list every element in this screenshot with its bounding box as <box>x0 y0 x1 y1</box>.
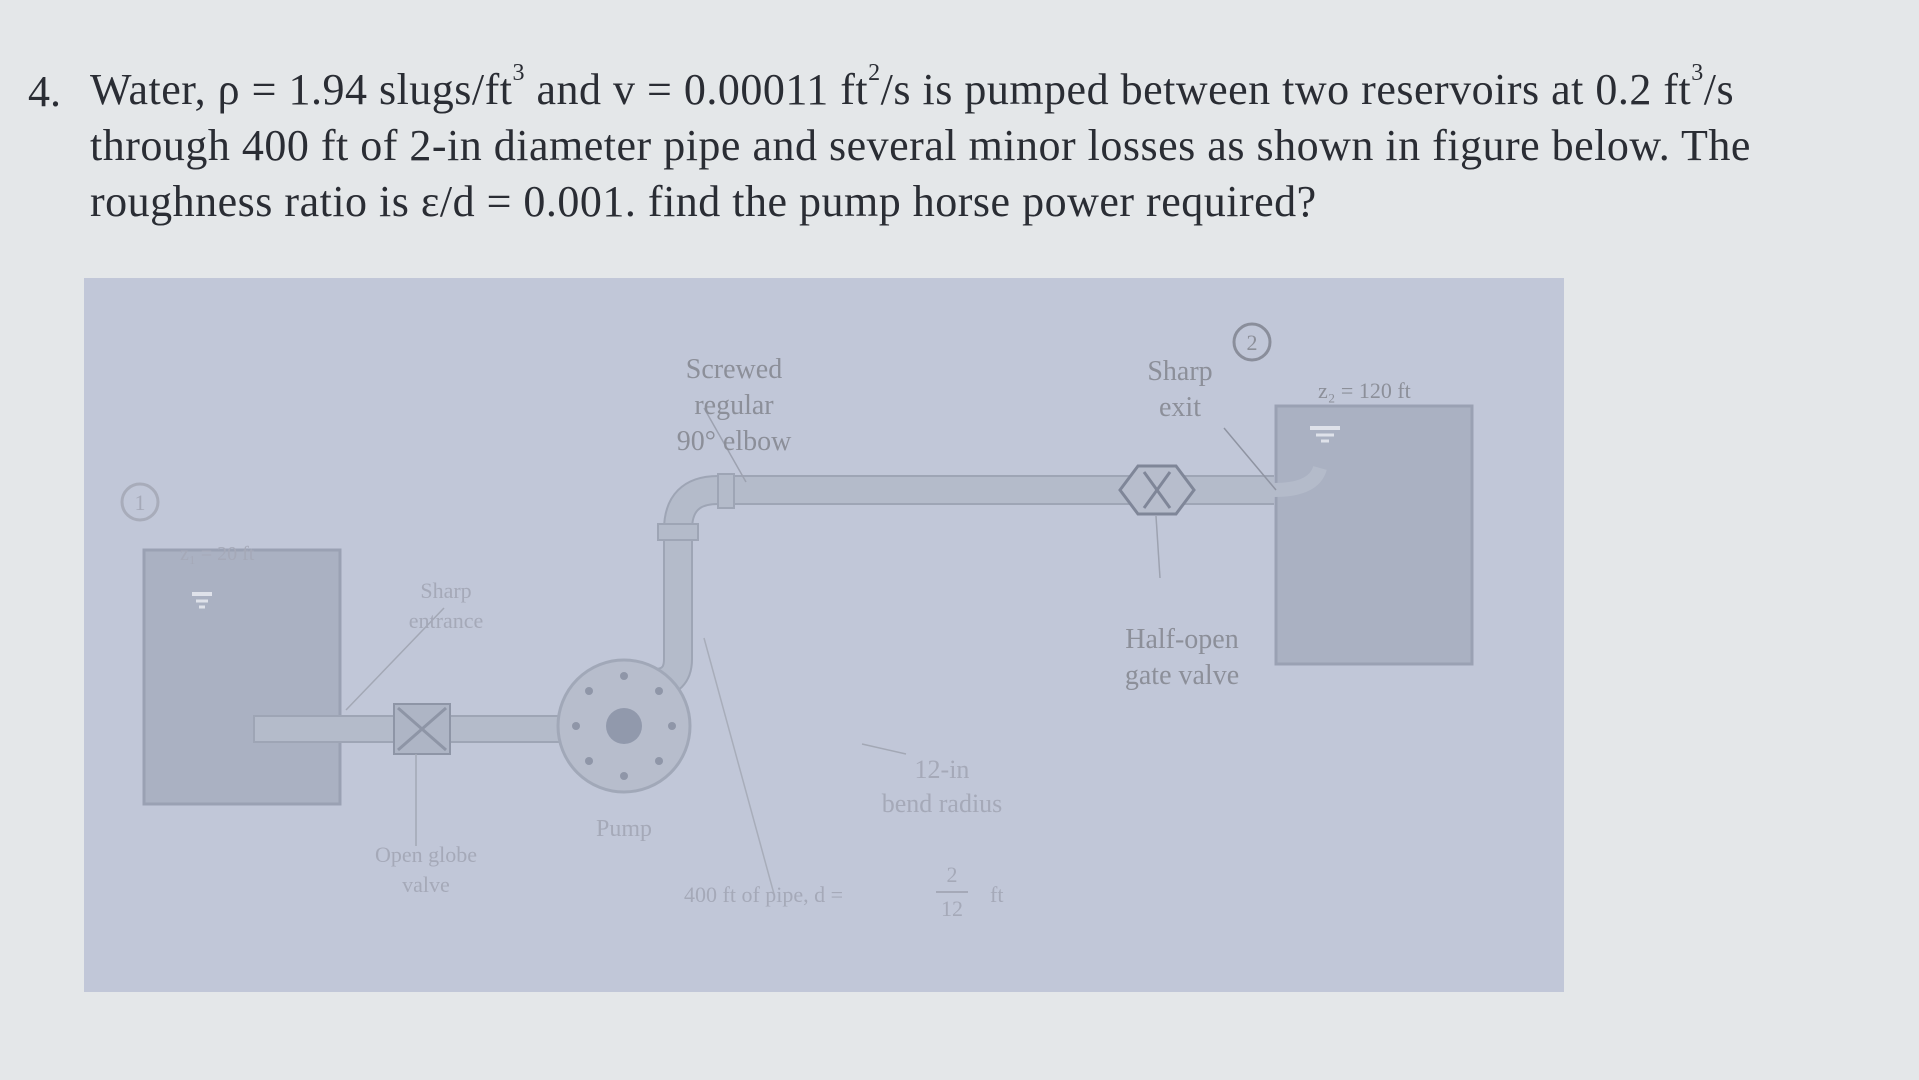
elbow-label-3: 90° elbow <box>677 426 792 457</box>
globe-valve-label-2: valve <box>402 872 450 897</box>
problem-line-2: through 400 ft of 2-in diameter pipe and… <box>90 121 1751 170</box>
problem-line-1: Water, ρ = 1.94 slugs/ft3 and v = 0.0001… <box>90 60 1735 114</box>
sharp-exit-pipe <box>1273 465 1327 497</box>
sharp-entrance-label-2: entrance <box>409 608 484 633</box>
sharp-exit-label-2: exit <box>1159 392 1201 423</box>
pump-label: Pump <box>596 816 652 842</box>
point-1-marker <box>120 482 160 522</box>
pipe-label: 400 ft of pipe, d = <box>684 882 843 907</box>
elbow-coupling <box>657 523 699 541</box>
z2-label: z₂ = 120 ft <box>1318 378 1411 403</box>
point-1-label: 1 <box>135 490 146 515</box>
elbow-label-1: Screwed <box>686 354 782 385</box>
sharp-entrance-label-1: Sharp <box>420 578 471 603</box>
sharp-exit-label-1: Sharp <box>1147 356 1212 387</box>
bend-label-1: 12-in <box>915 755 970 784</box>
bend-label-2: bend radius <box>882 789 1003 818</box>
figure-drawing: 1 z₁ = 20 ft 2 z₂ = 120 ft <box>120 322 1474 921</box>
z1-label: z₁ = 20 ft <box>180 543 255 565</box>
fraction-numerator: 2 <box>947 862 958 887</box>
gate-valve-label-1: Half-open <box>1125 624 1239 655</box>
reservoir-2 <box>1274 404 1474 666</box>
problem-line-3: roughness ratio is ε/d = 0.001. find the… <box>90 177 1317 226</box>
pipe-system-figure: 1 z₁ = 20 ft 2 z₂ = 120 ft <box>84 278 1564 992</box>
reservoir-1 <box>142 548 342 806</box>
fraction-unit: ft <box>990 882 1003 907</box>
problem-number: 4. <box>28 67 61 116</box>
globe-valve-label-1: Open globe <box>375 842 477 867</box>
gate-valve-label-2: gate valve <box>1125 660 1239 691</box>
fraction-denominator: 12 <box>941 896 963 921</box>
point-2-label: 2 <box>1247 330 1258 355</box>
point-2-marker <box>1232 322 1272 362</box>
elbow-label-2: regular <box>694 390 774 421</box>
